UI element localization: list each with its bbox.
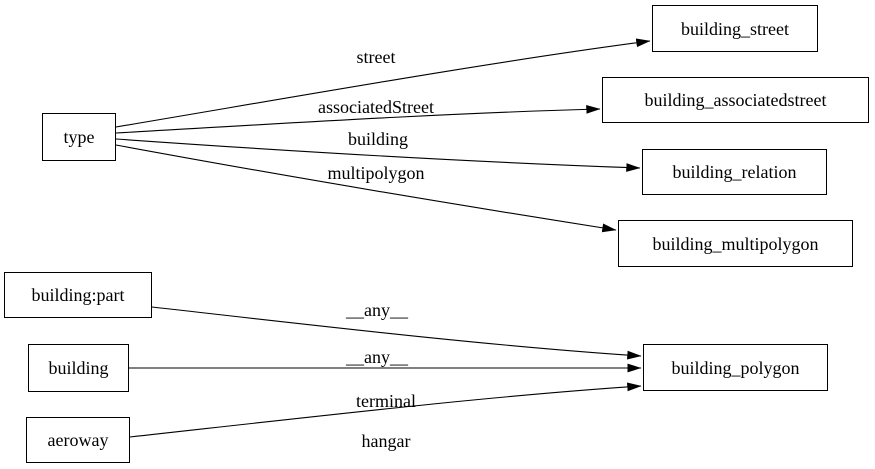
edge-type-building-associatedstreet bbox=[115, 104, 601, 134]
edge-buildingpart-building-polygon bbox=[151, 306, 642, 360]
edge-label-street: street bbox=[356, 47, 396, 67]
node-building-relation: building_relation bbox=[642, 149, 827, 195]
node-building-associatedstreet: building_associatedstreet bbox=[602, 77, 869, 123]
node-building-polygon: building_polygon bbox=[643, 344, 828, 391]
edge-label-terminal-hangar: terminal hangar bbox=[338, 371, 416, 469]
edge-aeroway-building-polygon bbox=[129, 382, 642, 438]
edge-label-hangar: hangar bbox=[361, 431, 411, 451]
node-building: building bbox=[28, 344, 129, 392]
edge-label-associatedstreet: associatedStreet bbox=[318, 97, 434, 117]
edge-type-building-street bbox=[115, 38, 651, 128]
edge-label-terminal: terminal bbox=[356, 391, 416, 411]
edge-label-any-buildingpart: __any__ bbox=[346, 300, 408, 320]
node-building-street: building_street bbox=[652, 5, 818, 52]
edge-label-building: building bbox=[347, 129, 409, 149]
edge-label-multipolygon: multipolygon bbox=[327, 163, 425, 183]
node-type: type bbox=[42, 113, 116, 161]
node-building-part: building:part bbox=[4, 272, 152, 318]
edge-type-building-multipolygon bbox=[115, 144, 617, 233]
node-building-multipolygon: building_multipolygon bbox=[618, 220, 853, 267]
node-aeroway: aeroway bbox=[26, 417, 130, 463]
edge-label-any-building: __any__ bbox=[346, 347, 408, 367]
edge-type-building-relation bbox=[115, 138, 641, 172]
